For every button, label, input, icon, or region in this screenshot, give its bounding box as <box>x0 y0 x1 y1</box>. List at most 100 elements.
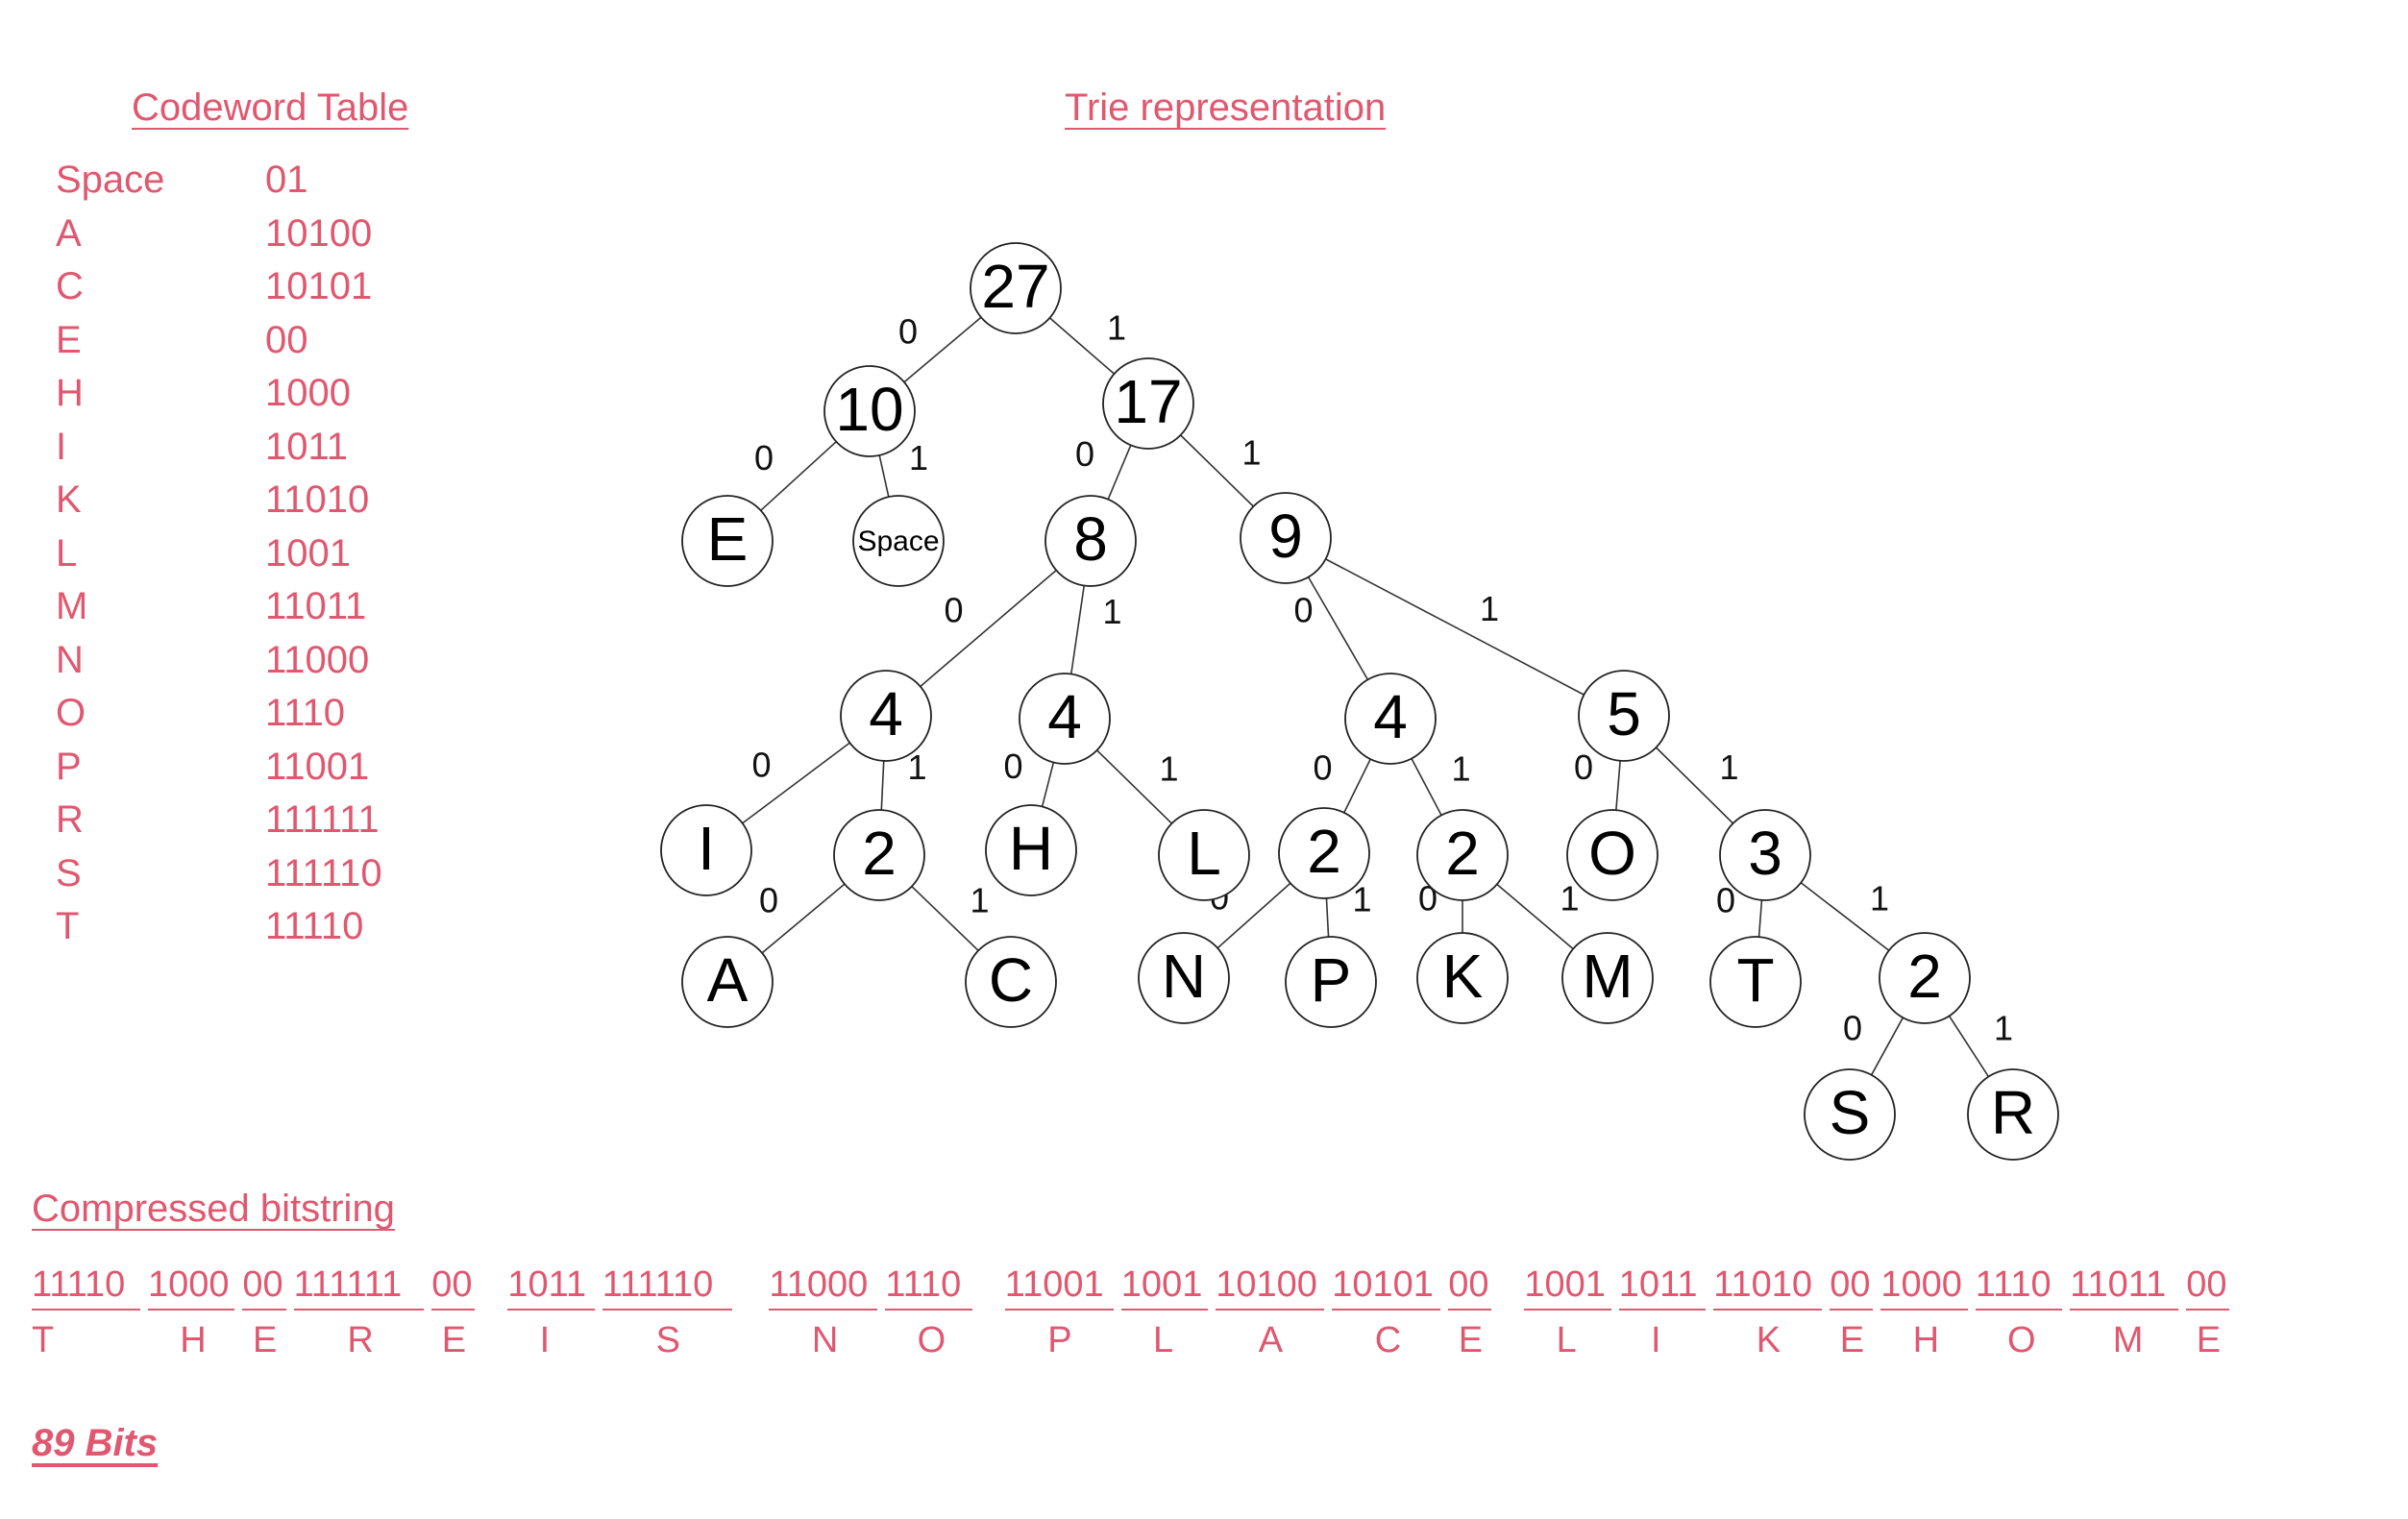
trie-node: N <box>1138 932 1230 1024</box>
trie-node-label: Space <box>857 526 939 557</box>
trie-edge <box>1307 576 1369 680</box>
trie-edge <box>1216 882 1291 949</box>
trie-edge-label: 0 <box>1075 434 1094 474</box>
trie-node-label: 4 <box>869 679 903 748</box>
codeword-bits: 1011 <box>265 425 349 468</box>
trie-edge <box>1041 762 1055 807</box>
trie-node-label: 10 <box>835 375 903 444</box>
trie-node: K <box>1416 932 1509 1024</box>
trie-node-label: P <box>1311 945 1352 1015</box>
trie-node-label: M <box>1582 942 1633 1011</box>
trie-node-circle <box>1102 357 1194 450</box>
trie-node-label: L <box>1187 819 1221 888</box>
trie-edge <box>1180 434 1254 507</box>
trie-edge-label: 0 <box>751 746 771 785</box>
trie-node: 5 <box>1578 670 1670 762</box>
codeword-bits: 1001 <box>265 531 351 575</box>
trie-node-circle <box>852 495 945 587</box>
trie-edge <box>878 454 890 498</box>
trie-edge-label: 0 <box>944 591 963 630</box>
trie-edge <box>1655 747 1734 824</box>
trie-node-label: 4 <box>1373 682 1408 751</box>
trie-node-label: K <box>1442 942 1484 1011</box>
trie-edge-label: 1 <box>970 881 989 920</box>
trie-node: 2 <box>1416 809 1509 901</box>
trie-node-circle <box>1158 809 1250 901</box>
trie-node-label: 2 <box>1445 819 1480 888</box>
trie-edge-label: 0 <box>754 438 774 478</box>
trie-edge-label: 0 <box>1003 747 1022 786</box>
codeword-symbol: A <box>56 211 82 255</box>
codeword-bits: 11011 <box>265 585 367 627</box>
codeword-bits: 11110 <box>265 905 364 947</box>
trie-node-label: 2 <box>1907 942 1942 1011</box>
trie-node: T <box>1709 936 1802 1028</box>
trie-node-circle <box>840 670 932 762</box>
trie-edge <box>760 441 837 511</box>
trie-node: 4 <box>1019 673 1111 765</box>
codeword-bits: 1000 <box>265 372 351 414</box>
trie-node: L <box>1158 809 1250 901</box>
trie-edge <box>761 883 846 954</box>
trie-edge-label: 0 <box>1716 881 1735 920</box>
codeword-bits: 111110 <box>265 851 382 894</box>
trie-node-label: E <box>707 504 749 574</box>
trie-edge <box>1069 585 1086 674</box>
trie-edge-label: 0 <box>1843 1009 1862 1048</box>
trie-node: 4 <box>1344 673 1437 765</box>
trie-node-label: 2 <box>1307 817 1341 886</box>
codeword-bits: 01 <box>265 159 308 201</box>
trie-node-circle <box>1019 673 1111 765</box>
trie-edge <box>1325 558 1585 696</box>
trie-node-label: A <box>707 945 749 1015</box>
trie-node-label: S <box>1830 1078 1871 1147</box>
trie-node-circle <box>1344 673 1437 765</box>
trie-node: Space <box>852 495 945 587</box>
trie-edge <box>742 742 850 824</box>
trie-edge <box>920 569 1057 688</box>
trie-edge-label: 0 <box>759 881 778 920</box>
trie-edge-label: 0 <box>1313 748 1332 788</box>
trie-node: 4 <box>840 670 932 762</box>
codeword-symbol: T <box>56 905 80 947</box>
trie-node: 8 <box>1044 495 1137 587</box>
trie-node-circle <box>1719 809 1811 901</box>
trie-node: O <box>1566 809 1659 901</box>
trie-node: C <box>965 936 1057 1028</box>
codeword-symbol: H <box>56 372 84 414</box>
trie-edge <box>1343 758 1371 814</box>
codeword-bits: 10100 <box>265 211 373 255</box>
trie-node-circle <box>985 804 1077 896</box>
trie-edge <box>880 760 885 811</box>
trie-node-circle <box>965 936 1057 1028</box>
trie-node-circle <box>1416 932 1509 1024</box>
trie-node: 9 <box>1240 492 1332 584</box>
total-bits: 89 Bits <box>32 1422 159 1464</box>
trie-edge <box>1757 899 1763 938</box>
trie-edge <box>1948 1016 1990 1077</box>
trie-edge <box>1870 1017 1904 1076</box>
trie-edge <box>903 316 982 383</box>
codeword-symbol: M <box>56 585 88 627</box>
trie-node-circle <box>1709 936 1802 1028</box>
trie-node-label: R <box>1991 1078 2035 1147</box>
trie-node: A <box>681 936 774 1028</box>
codeword-symbol: N <box>56 638 84 681</box>
trie-node: M <box>1561 932 1654 1024</box>
trie-edge <box>1800 882 1890 951</box>
trie-node-circle <box>1138 932 1230 1024</box>
trie-edge-label: 0 <box>898 312 918 352</box>
trie-node: 2 <box>1879 932 1971 1024</box>
trie-edge <box>911 886 979 951</box>
codeword-symbol: L <box>56 531 78 575</box>
trie-node-label: T <box>1736 945 1774 1015</box>
trie-node-label: N <box>1162 942 1206 1011</box>
trie-node-label: 9 <box>1268 502 1303 571</box>
codeword-symbol: K <box>56 478 82 521</box>
codeword-symbol: I <box>56 425 67 468</box>
trie-edge-label: 0 <box>1574 747 1593 787</box>
trie-edge-label: 1 <box>1159 749 1178 789</box>
trie-edge-label: 1 <box>1719 747 1738 787</box>
trie-node-circle <box>681 936 774 1028</box>
trie-edge-label: 1 <box>907 747 926 787</box>
